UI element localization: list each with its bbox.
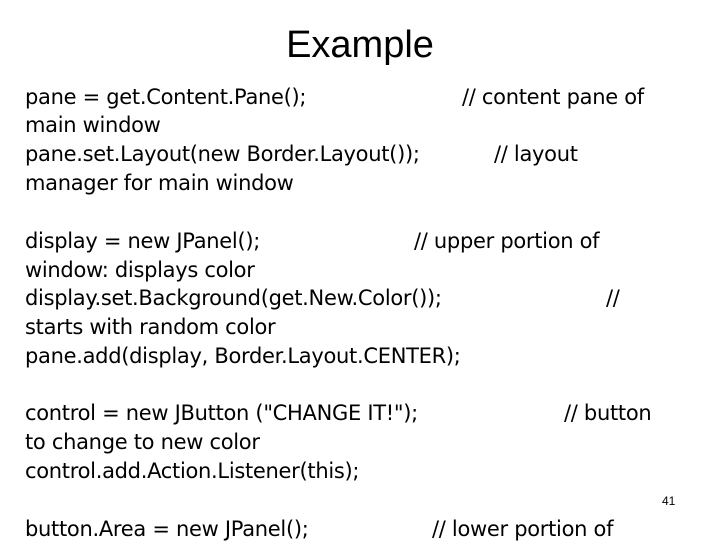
- code-line-display-new-jpanel: display = new JPanel();: [25, 229, 261, 253]
- comment-lower-portion: // lower portion of: [432, 517, 614, 541]
- code-line-control-new-jbutton: control = new JButton ("CHANGE IT!");: [25, 401, 418, 425]
- comment-layout: // layout: [494, 142, 578, 166]
- comment-content-pane: // content pane of: [462, 85, 644, 109]
- slide-title: Example: [286, 24, 434, 66]
- code-line-display-set-background: display.set.Background(get.New.Color());: [25, 286, 442, 310]
- code-line-pane-get-content: pane = get.Content.Pane();: [25, 85, 307, 109]
- code-line-window-displays-color: window: displays color: [25, 258, 255, 282]
- comment-slashes: //: [606, 286, 620, 310]
- code-line-main-window: main window: [25, 113, 161, 137]
- comment-upper-portion: // upper portion of: [414, 229, 600, 253]
- comment-button: // button: [564, 401, 652, 425]
- code-line-random-color: starts with random color: [25, 315, 276, 339]
- code-line-change-to-new-color: to change to new color: [25, 430, 260, 454]
- slide-number: 41: [662, 494, 676, 508]
- code-line-pane-set-layout: pane.set.Layout(new Border.Layout());: [25, 142, 420, 166]
- code-line-pane-add-display: pane.add(display, Border.Layout.CENTER);: [25, 344, 461, 368]
- code-line-add-action-listener: control.add.Action.Listener(this);: [25, 459, 360, 483]
- code-line-layout-manager: manager for main window: [25, 171, 294, 195]
- code-line-button-area: button.Area = new JPanel();: [25, 517, 309, 541]
